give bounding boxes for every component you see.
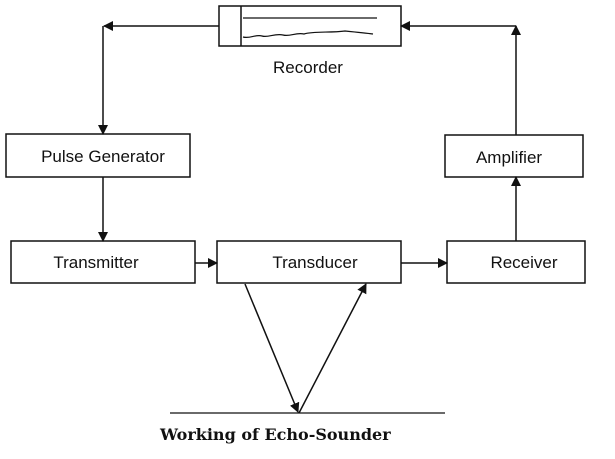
recorder-trace <box>242 30 374 39</box>
amplifier-label: Amplifier <box>476 148 542 167</box>
pulse-generator-block: Pulse Generator <box>5 133 191 178</box>
transducer-label: Transducer <box>272 253 358 272</box>
arrow-echo-up <box>298 283 367 414</box>
amplifier-block: Amplifier <box>444 134 584 178</box>
diagram-caption: Working of Echo-Sounder <box>159 425 391 444</box>
receiver-label: Receiver <box>490 253 557 272</box>
pulse-generator-label: Pulse Generator <box>41 147 165 166</box>
recorder-label: Recorder <box>273 58 343 77</box>
arrow-sound-pulse-down <box>244 283 300 413</box>
transducer-block: Transducer <box>216 240 402 284</box>
transmitter-label: Transmitter <box>53 253 139 272</box>
transmitter-block: Transmitter <box>10 240 196 284</box>
receiver-block: Receiver <box>446 240 586 284</box>
recorder-block <box>218 5 402 47</box>
